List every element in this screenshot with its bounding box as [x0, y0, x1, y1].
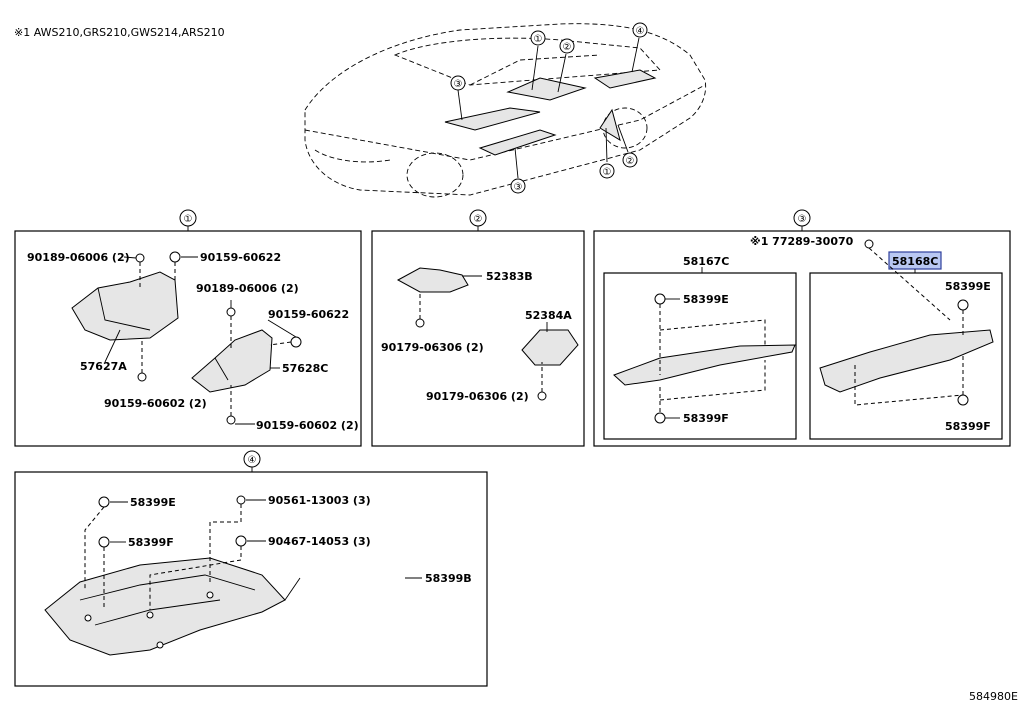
panel-2-number: ② [474, 214, 483, 225]
panel-3: ③ ※1 77289-30070 58167C 58399E 58399F 58… [593, 209, 1011, 447]
label-57627a: 57627A [80, 360, 127, 373]
label-58399b: 58399B [425, 572, 472, 585]
panel-3-number: ③ [798, 214, 807, 225]
car-callout: ① [530, 30, 546, 46]
car-callout: ③ [450, 75, 466, 91]
bracket-52383b-shape [396, 267, 469, 293]
label-90159-60602-a: 90159-60602 (2) [104, 397, 207, 410]
label-57628c: 57628C [282, 362, 328, 375]
label-52384a: 52384A [525, 309, 572, 322]
label-90179-06306-b: 90179-06306 (2) [426, 390, 529, 403]
car-callout: ④ [632, 22, 648, 38]
cover-57627a-shape [71, 271, 179, 341]
label-58399e-p4: 58399E [130, 496, 176, 509]
label-58399e-right: 58399E [945, 280, 991, 293]
svg-text:①: ① [534, 34, 543, 45]
label-77289-30070: ※1 77289-30070 [750, 235, 854, 248]
label-90159-60622-b: 90159-60622 [268, 308, 349, 321]
panel-2-frame [371, 230, 585, 447]
label-90159-60622-a: 90159-60622 [200, 251, 281, 264]
label-90467-14053: 90467-14053 (3) [268, 535, 371, 548]
label-90179-06306-a: 90179-06306 (2) [381, 341, 484, 354]
car-callout: ② [622, 152, 638, 168]
car-overview [304, 23, 707, 198]
panel-1-number: ① [184, 214, 193, 225]
panel-3-frame [593, 230, 1011, 447]
cover-58168c-shape [819, 329, 994, 393]
label-90189-06006-b: 90189-06006 (2) [196, 282, 299, 295]
bracket-52384a-shape [521, 329, 579, 366]
label-90159-60602-b: 90159-60602 (2) [256, 419, 359, 432]
panel-4-frame [14, 471, 488, 687]
label-58167c: 58167C [683, 255, 729, 268]
svg-text:③: ③ [514, 182, 523, 193]
svg-text:③: ③ [454, 79, 463, 90]
car-callout: ① [599, 163, 615, 179]
applicability-note: ※1 AWS210,GRS210,GWS214,ARS210 [14, 26, 225, 39]
panel-3-subframe-right [809, 272, 1003, 440]
svg-text:②: ② [563, 42, 572, 53]
panel-4-number: ④ [248, 455, 257, 466]
svg-text:②: ② [626, 156, 635, 167]
label-90561-13003: 90561-13003 (3) [268, 494, 371, 507]
panel-3-subframe-left [603, 272, 797, 440]
car-callouts: ① ② ③ ④ ① ② ③ [450, 22, 648, 194]
cover-58399b-shape [44, 557, 286, 656]
car-callout: ② [559, 38, 575, 54]
panel-4: ④ 58399E 58399F 90561-13003 (3) 90467-14… [14, 450, 488, 687]
label-58399f-right: 58399F [945, 420, 991, 433]
car-callout: ③ [510, 178, 526, 194]
label-58399f-left: 58399F [683, 412, 729, 425]
svg-text:①: ① [603, 167, 612, 178]
cover-58167c-shape [613, 344, 796, 386]
cover-57628c-shape [191, 329, 273, 393]
panel-2: ② 52383B 90179-06306 (2) 52384A 90179-06… [371, 209, 585, 447]
panel-1-frame [14, 230, 362, 447]
label-52383b: 52383B [486, 270, 533, 283]
svg-text:④: ④ [636, 26, 645, 37]
label-90189-06006-a: 90189-06006 (2) [27, 251, 130, 264]
panel-1: ① 90189-06006 (2) 90159-60622 901 [14, 209, 362, 447]
diagram-code: 584980E [969, 690, 1018, 703]
label-58168c[interactable]: 58168C [892, 255, 938, 268]
label-58399f-p4: 58399F [128, 536, 174, 549]
label-58399e-left: 58399E [683, 293, 729, 306]
